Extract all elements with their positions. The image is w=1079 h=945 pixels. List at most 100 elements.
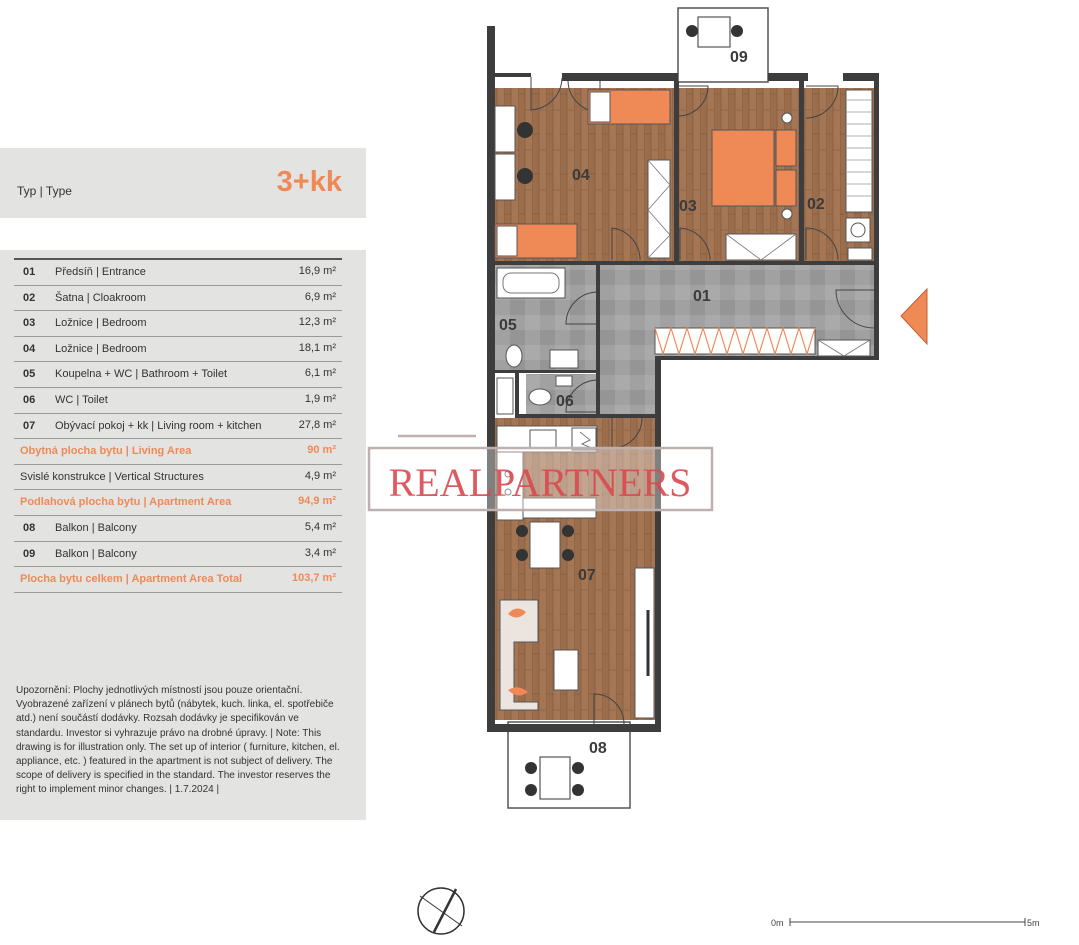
table-row: 06 WC | Toilet 1,9 m²	[14, 388, 342, 414]
room-label-09: 09	[730, 49, 748, 66]
double-bed	[711, 129, 775, 207]
row-area: 6,9 m²	[304, 290, 336, 303]
chair	[516, 525, 528, 537]
balcony-08-chair	[525, 784, 537, 796]
balcony-08-chair	[525, 762, 537, 774]
row-area: 94,9 m²	[298, 495, 336, 508]
chair	[562, 549, 574, 561]
table-row: 07 Obývací pokoj + kk | Living room + kit…	[14, 414, 342, 440]
scale-start: 0m	[771, 918, 784, 928]
row-number: 05	[23, 368, 36, 381]
coffee-table	[553, 649, 579, 691]
row-name: WC | Toilet	[55, 393, 108, 406]
shelving	[845, 89, 873, 213]
scale-bar: 0m 5m	[771, 918, 1040, 928]
stove	[571, 427, 597, 451]
cushion	[508, 608, 526, 618]
balcony-09-chair	[686, 25, 698, 37]
bench	[817, 339, 871, 357]
row-name: Předsíň | Entrance	[55, 266, 146, 278]
washing-machine	[845, 217, 871, 243]
scale-end: 5m	[1027, 918, 1040, 928]
sofa	[499, 599, 539, 711]
kitchen-island	[522, 497, 597, 519]
row-area: 103,7 m²	[291, 572, 336, 585]
nightstand	[775, 129, 797, 167]
pillow	[496, 225, 518, 257]
row-name: Plocha bytu celkem | Apartment Area Tota…	[20, 573, 243, 586]
nightstand	[775, 169, 797, 207]
row-name: Ložnice | Bedroom	[55, 342, 147, 355]
chair	[517, 168, 533, 184]
dresser	[725, 233, 797, 261]
room-label-05: 05	[499, 317, 517, 334]
watermark-text: REALPARTNERS	[389, 460, 692, 505]
lamp-icon	[781, 208, 793, 220]
entrance-arrow-icon	[900, 287, 928, 346]
cabinet	[496, 377, 514, 415]
row-number: 03	[23, 317, 36, 330]
table-row: 08 Balkon | Balcony 5,4 m²	[14, 516, 342, 542]
row-area: 4,9 m²	[304, 469, 336, 482]
row-area: 6,1 m²	[304, 367, 336, 380]
disclaimer-note: Upozornění: Plochy jednotlivých místnost…	[16, 685, 340, 796]
walls	[487, 26, 879, 732]
doors	[530, 77, 875, 725]
room-label-03: 03	[679, 198, 697, 215]
row-area: 5,4 m²	[304, 520, 336, 533]
row-name: Obývací pokoj + kk | Living room + kitch…	[55, 419, 262, 432]
bathtub-inner	[502, 272, 560, 294]
row-number: 07	[23, 419, 36, 432]
balcony-08-chair	[572, 762, 584, 774]
cushion	[508, 687, 528, 696]
chair	[562, 525, 574, 537]
sink	[555, 375, 573, 387]
kitchen-cabinet	[496, 451, 524, 521]
table-row: Plocha bytu celkem | Apartment Area Tota…	[14, 567, 342, 593]
row-number: 02	[23, 291, 36, 304]
balcony-09-table	[697, 16, 731, 48]
room-label-08: 08	[589, 740, 607, 757]
row-area: 1,9 m²	[304, 392, 336, 405]
room-label-07: 07	[578, 567, 596, 584]
row-number: 08	[23, 521, 36, 534]
row-area: 3,4 m²	[304, 546, 336, 559]
table-row: Svislé konstrukce | Vertical Structures 4…	[14, 465, 342, 491]
watermark: REALPARTNERS	[367, 434, 714, 512]
cabinet	[847, 247, 873, 261]
toilet-icon	[505, 344, 523, 368]
row-area: 27,8 m²	[298, 418, 336, 431]
table-row: 02 Šatna | Cloakroom 6,9 m²	[14, 286, 342, 312]
balcony-09-chair	[731, 25, 743, 37]
desk	[494, 105, 516, 153]
room-label-01: 01	[693, 288, 711, 305]
type-label: Typ | Type	[17, 184, 72, 198]
row-name: Balkon | Balcony	[55, 547, 137, 560]
row-number: 06	[23, 393, 36, 406]
row-number: 09	[23, 547, 36, 560]
row-area: 90 m²	[307, 444, 336, 457]
entrance-wardrobe	[654, 327, 816, 355]
row-name: Balkon | Balcony	[55, 521, 137, 534]
toilet-icon	[528, 388, 552, 406]
balcony-08-table	[539, 756, 571, 800]
row-name: Svislé konstrukce | Vertical Structures	[20, 470, 204, 483]
hall-floor	[598, 356, 656, 418]
table-row: 05 Koupelna + WC | Bathroom + Toilet 6,1 m…	[14, 362, 342, 388]
tv-unit	[634, 567, 655, 719]
row-name: Podlahová plocha bytu | Apartment Area	[20, 496, 232, 509]
dining-table	[529, 521, 561, 569]
compass-icon	[417, 887, 465, 935]
table-row: 09 Balkon | Balcony 3,4 m²	[14, 542, 342, 568]
balcony-08-chair	[572, 784, 584, 796]
type-value: 3+kk	[276, 166, 342, 198]
sink	[549, 349, 579, 369]
row-name: Šatna | Cloakroom	[55, 291, 146, 304]
desk	[494, 153, 516, 201]
row-name: Koupelna + WC | Bathroom + Toilet	[55, 368, 228, 381]
